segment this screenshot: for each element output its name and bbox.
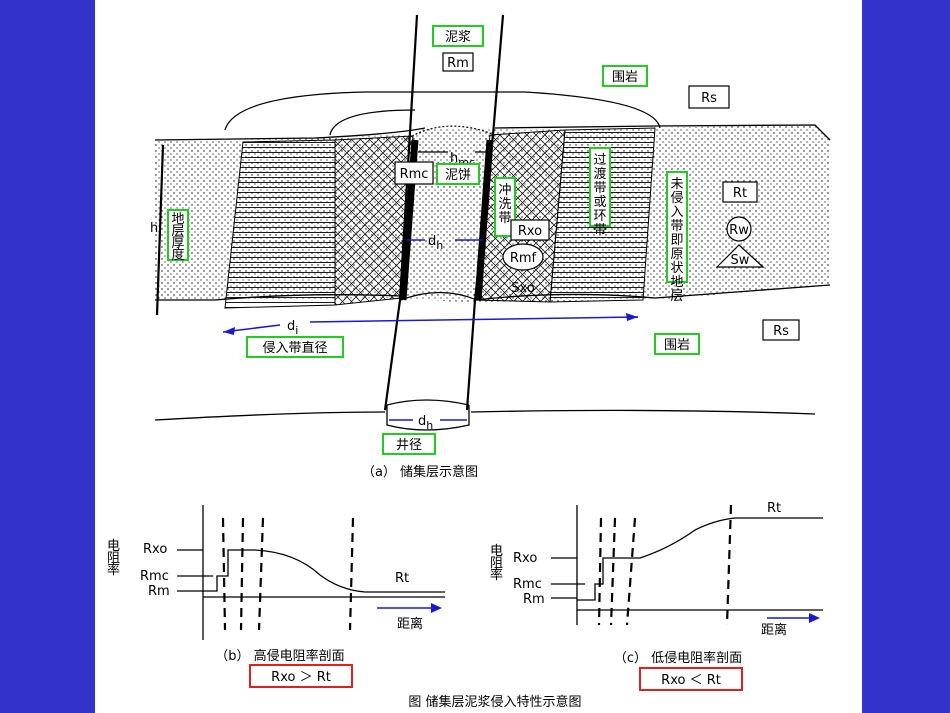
borehole xyxy=(383,14,505,431)
svg-text:Rs: Rs xyxy=(701,91,717,106)
svg-text:Rmc: Rmc xyxy=(400,167,429,182)
label-rs-bottom: Rs xyxy=(762,319,800,341)
svg-text:围岩: 围岩 xyxy=(612,70,638,85)
svg-text:井径: 井径 xyxy=(396,438,422,453)
label-di: di xyxy=(222,313,639,337)
profile-c: 电阻率 Rxo Rmc Rm Rt 距离 （c） 低侵电阻率剖面 Rxo ＜ R… xyxy=(490,501,823,691)
svg-text:Rw: Rw xyxy=(729,223,749,238)
svg-text:未侵入带即原状地层: 未侵入带即原状地层 xyxy=(670,177,683,304)
label-rmf: Rmf xyxy=(502,243,544,271)
svg-text:Rxo ＜ Rt: Rxo ＜ Rt xyxy=(661,673,721,688)
caption-a: （a） 储集层示意图 xyxy=(362,464,478,480)
svg-text:电阻率: 电阻率 xyxy=(107,539,120,578)
svg-text:（c） 低侵电阻率剖面: （c） 低侵电阻率剖面 xyxy=(614,650,742,666)
label-sw: Sw xyxy=(715,244,765,268)
svg-text:Rm: Rm xyxy=(148,584,170,599)
label-uninvaded-zone: 未侵入带即原状地层 xyxy=(666,171,688,304)
svg-text:h: h xyxy=(150,221,158,236)
svg-text:过渡带或环带: 过渡带或环带 xyxy=(593,153,606,238)
svg-text:Rm: Rm xyxy=(447,56,469,71)
label-transition-zone: 过渡带或环带 xyxy=(589,147,611,238)
svg-text:Sxo: Sxo xyxy=(511,281,535,296)
label-surrounding-rock-bottom: 围岩 xyxy=(654,333,700,355)
label-surrounding-rock-top: 围岩 xyxy=(602,65,648,87)
svg-text:Rxo ＞ Rt: Rxo ＞ Rt xyxy=(271,670,331,685)
label-mudcake: 泥饼 xyxy=(436,163,480,185)
label-invasion-diameter: 侵入带直径 xyxy=(246,336,344,358)
svg-text:Sw: Sw xyxy=(731,253,750,268)
label-dh-inner: dh xyxy=(407,234,483,252)
label-dh-bottom: dh xyxy=(389,414,467,432)
svg-text:距离: 距离 xyxy=(397,616,423,632)
svg-text:距离: 距离 xyxy=(761,622,787,638)
vertical-text: 冲洗带 xyxy=(498,183,511,226)
svg-text:di: di xyxy=(287,319,298,337)
svg-text:地层厚度: 地层厚度 xyxy=(171,212,184,263)
label-flushed-zone: 冲洗带 xyxy=(494,177,516,237)
label-rs-top: Rs xyxy=(688,85,730,109)
svg-text:电阻率: 电阻率 xyxy=(490,544,503,583)
svg-text:泥饼: 泥饼 xyxy=(445,168,471,183)
svg-text:围岩: 围岩 xyxy=(664,338,690,353)
svg-text:Rmc: Rmc xyxy=(140,569,169,584)
svg-text:dh: dh xyxy=(418,414,433,432)
svg-text:Rxo: Rxo xyxy=(143,542,167,557)
svg-text:Rmf: Rmf xyxy=(510,251,537,266)
label-rm: Rm xyxy=(442,52,474,72)
svg-text:Rmc: Rmc xyxy=(513,577,542,592)
figure-caption: 图 储集层泥浆侵入特性示意图 xyxy=(408,694,581,710)
label-h: h xyxy=(150,144,165,316)
label-sxo: Sxo xyxy=(511,281,535,296)
svg-text:Rxo: Rxo xyxy=(518,224,542,239)
label-borehole-diameter: 井径 xyxy=(382,433,436,455)
invasion-dome xyxy=(224,91,661,131)
svg-text:Rt: Rt xyxy=(733,186,747,201)
label-thickness: 地层厚度 xyxy=(167,209,189,263)
label-rxo: Rxo xyxy=(510,219,550,241)
svg-text:侵入带直径: 侵入带直径 xyxy=(262,340,327,356)
svg-text:Rt: Rt xyxy=(395,571,409,586)
svg-text:Rm: Rm xyxy=(523,592,545,607)
profile-b: 电阻率 Rxo Rmc Rm Rt 距离 （b） 高侵电阻率剖面 Rxo ＞ R… xyxy=(107,505,445,688)
svg-text:（b） 高侵电阻率剖面: （b） 高侵电阻率剖面 xyxy=(215,648,344,664)
label-mud: 泥浆 xyxy=(432,25,484,47)
reservoir-diagram: 泥浆 Rm 围岩 Rs hmc Rmc 泥饼 冲洗带 Rxo Rmf Sxo d xyxy=(107,14,831,710)
svg-text:Rt: Rt xyxy=(767,501,781,516)
svg-text:dh: dh xyxy=(428,234,443,252)
label-rw: Rw xyxy=(726,216,752,242)
slide: 泥浆 Rm 围岩 Rs hmc Rmc 泥饼 冲洗带 Rxo Rmf Sxo d xyxy=(95,0,862,713)
svg-text:Rs: Rs xyxy=(773,324,789,339)
label-rt: Rt xyxy=(722,181,758,203)
label-rmc: Rmc xyxy=(394,161,434,185)
svg-text:Rxo: Rxo xyxy=(513,551,537,566)
svg-text:泥浆: 泥浆 xyxy=(445,30,471,45)
